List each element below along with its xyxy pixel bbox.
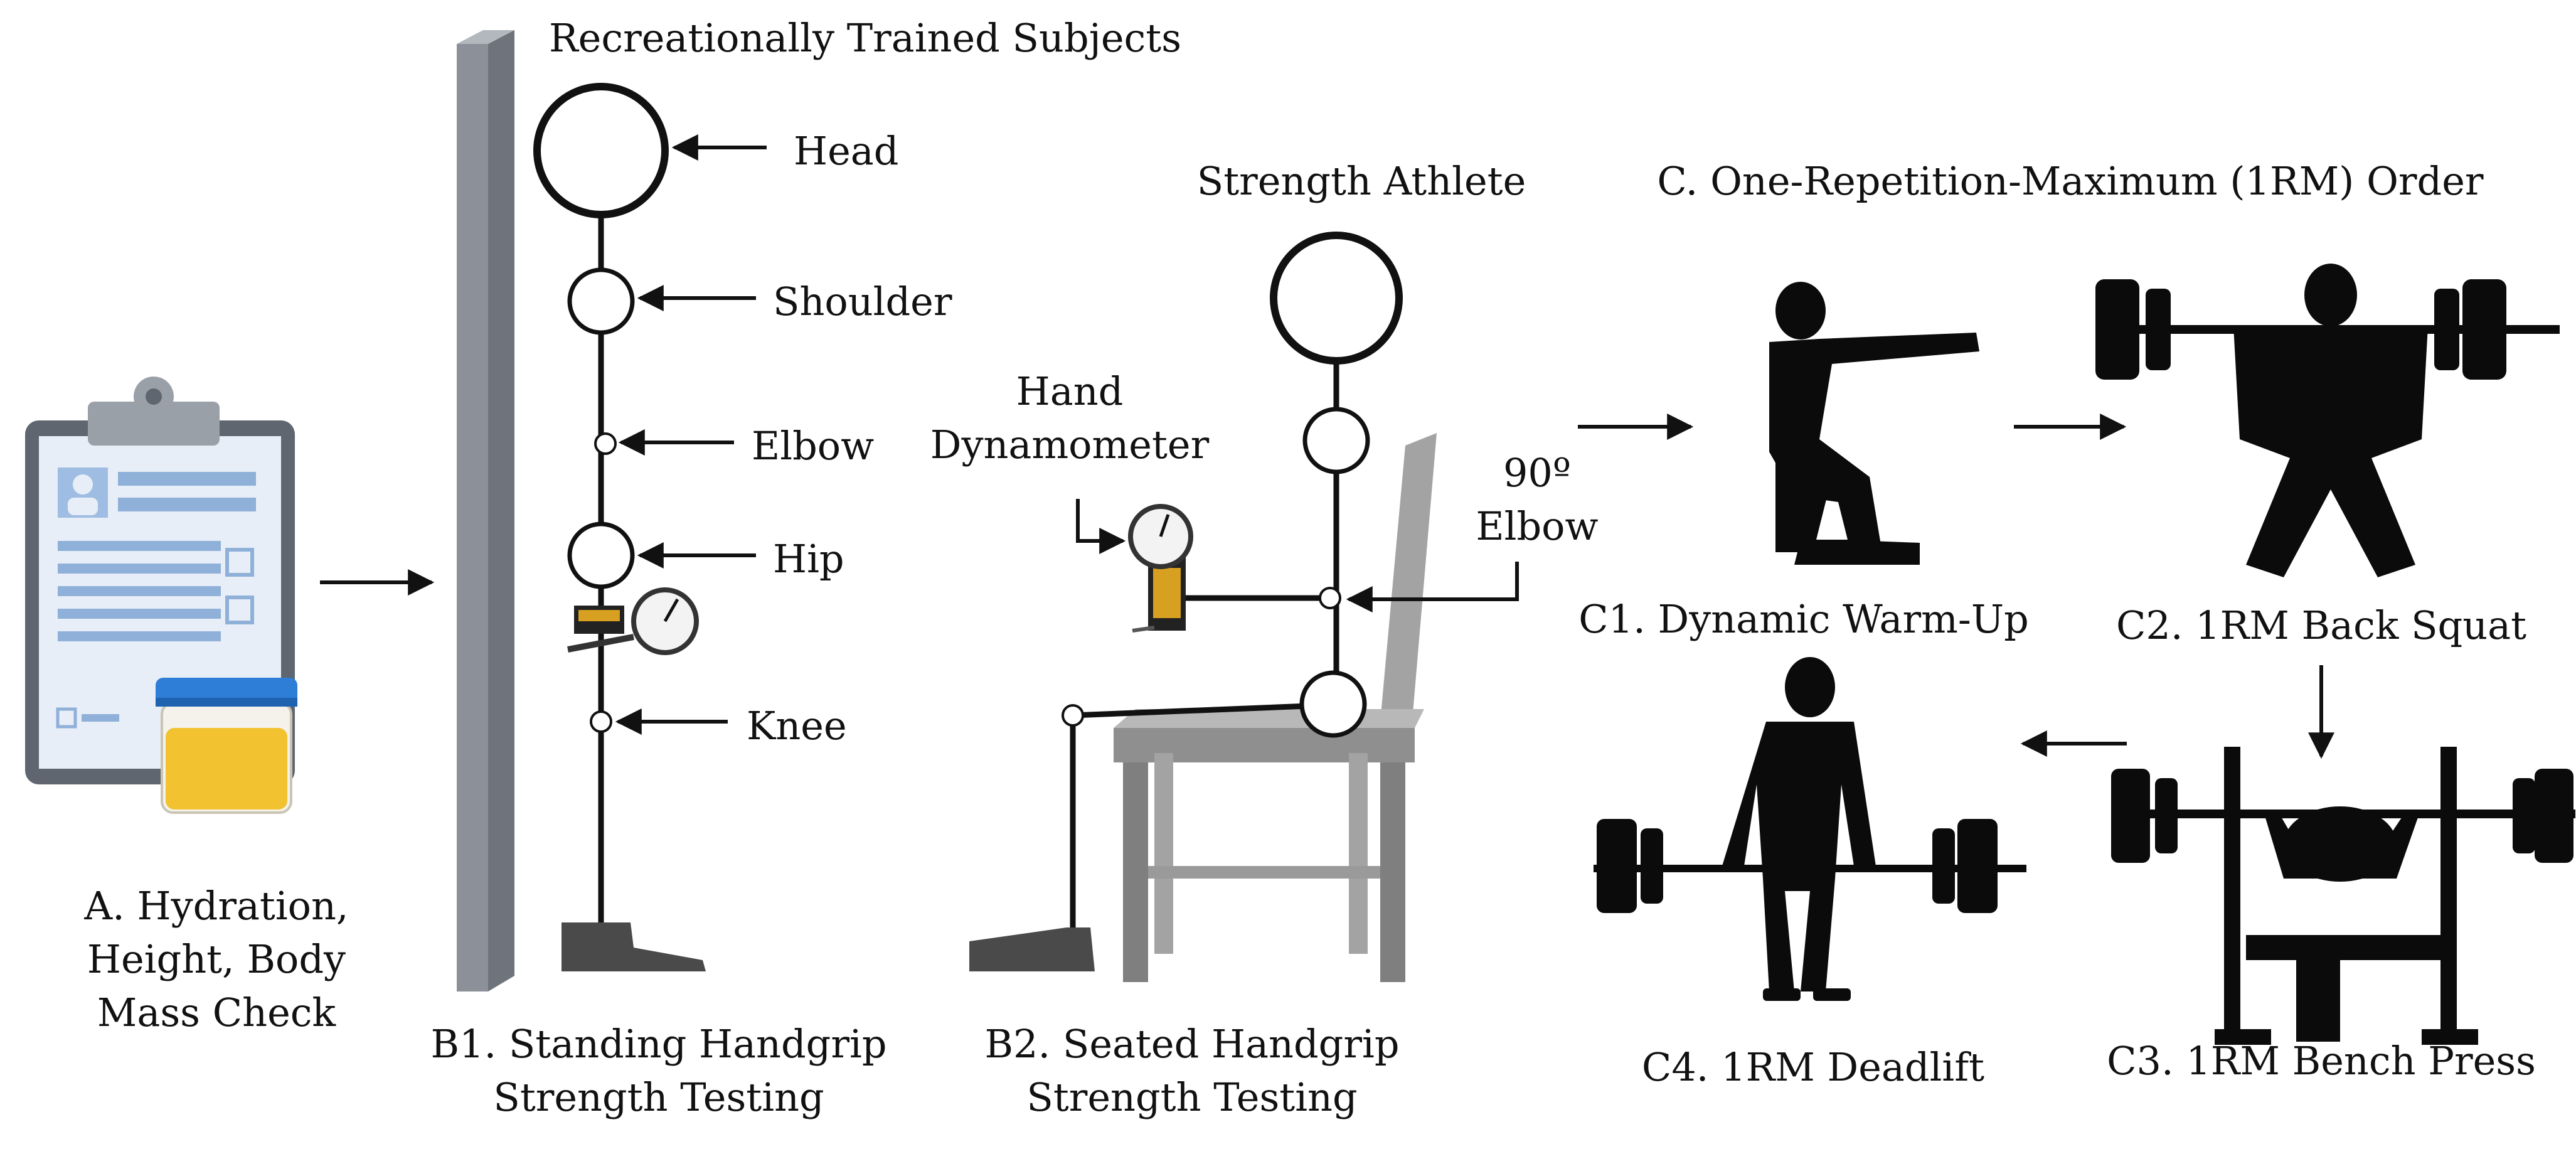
caption-a-line1: A. Hydration, [83, 883, 348, 929]
caption-b2-line1: B2. Seated Handgrip [984, 1021, 1399, 1067]
specimen-cup-icon [156, 678, 297, 814]
arrow-dynamometer [1076, 499, 1126, 554]
elbow-angle-line1: 90º [1503, 450, 1571, 496]
b1-title: Recreationally Trained Subjects [549, 15, 1181, 61]
hip-joint [567, 521, 635, 589]
warmup-silhouette [1769, 282, 1979, 565]
label-c2: C2. 1RM Back Squat [2116, 602, 2526, 648]
label-elbow: Elbow [752, 423, 874, 469]
label-shoulder: Shoulder [773, 279, 952, 324]
caption-b2-line2: Strength Testing [1026, 1074, 1357, 1120]
seated-knee-joint [1062, 704, 1084, 727]
elbow-joint [594, 432, 617, 455]
label-c1: C1. Dynamic Warm-Up [1578, 596, 2029, 642]
label-hip: Hip [773, 536, 844, 582]
dynamometer-line2: Dynamometer [930, 422, 1210, 468]
label-c4: C4. 1RM Deadlift [1642, 1044, 1984, 1090]
seated-hand-dynamometer-icon [1128, 504, 1193, 633]
c-title: C. One-Repetition-Maximum (1RM) Order [1657, 158, 2483, 204]
shoulder-joint [567, 267, 635, 335]
label-head: Head [794, 128, 898, 174]
dynamometer-line1: Hand [1016, 368, 1124, 414]
seated-head-joint [1270, 232, 1403, 365]
caption-b1-line1: B1. Standing Handgrip [430, 1021, 886, 1067]
seated-hip-joint [1299, 670, 1367, 738]
b2-title: Strength Athlete [1197, 158, 1526, 204]
hand-dynamometer-icon [567, 587, 699, 655]
back-squat-silhouette [2095, 264, 2560, 577]
shoe-icon [562, 922, 706, 971]
bench-press-silhouette [2111, 747, 2575, 1045]
elbow-angle-line2: Elbow [1476, 503, 1598, 549]
caption-b1-line2: Strength Testing [493, 1074, 824, 1120]
measuring-pole [457, 30, 514, 991]
label-knee: Knee [747, 703, 847, 749]
deadlift-silhouette [1594, 657, 2026, 1001]
standing-body-diagram [533, 83, 669, 929]
label-c3: C3. 1RM Bench Press [2107, 1038, 2536, 1084]
knee-joint [590, 710, 612, 733]
chair-icon [1114, 433, 1437, 982]
seated-body-diagram [1062, 232, 1403, 935]
caption-a-line3: Mass Check [97, 990, 336, 1035]
seated-shoulder-joint [1302, 407, 1370, 474]
head-joint [533, 83, 669, 218]
seated-shoe-icon [969, 927, 1095, 971]
caption-a-line2: Height, Body [87, 936, 346, 982]
arrow-90-elbow [1346, 562, 1519, 612]
seated-elbow-joint [1319, 587, 1341, 609]
